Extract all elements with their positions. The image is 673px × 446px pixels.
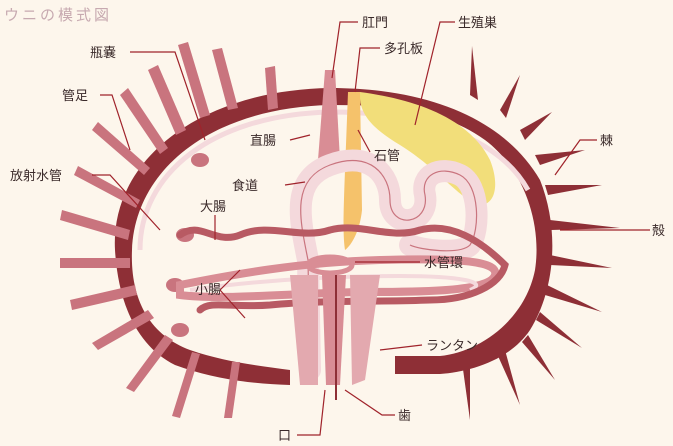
label-madreporite: 多孔板 (384, 41, 423, 57)
label-small-intestine: 小腸 (195, 283, 221, 298)
label-mouth: 口 (278, 429, 291, 444)
diagram-title: ウニの模式図 (4, 6, 112, 24)
label-ampulla: 瓶嚢 (90, 45, 116, 61)
label-anus: 肛門 (362, 16, 388, 31)
label-large-intestine: 大腸 (200, 200, 226, 215)
label-esophagus: 食道 (232, 178, 258, 194)
lantern (290, 275, 380, 400)
label-tooth: 歯 (398, 409, 411, 424)
label-ring-canal: 水管環 (424, 256, 463, 271)
label-radial-canal: 放射水管 (10, 168, 62, 184)
label-test: 殻 (652, 224, 665, 239)
label-tube-foot: 管足 (62, 89, 88, 104)
label-lantern: ランタン (426, 339, 478, 354)
label-gonad: 生殖巣 (458, 15, 497, 31)
label-stone-canal: 石管 (374, 149, 400, 164)
label-rectum: 直腸 (250, 134, 276, 149)
label-spine: 棘 (600, 134, 613, 149)
